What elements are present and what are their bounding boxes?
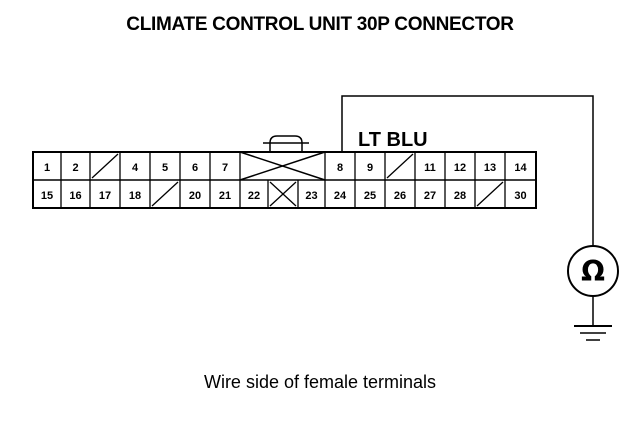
terminal-4: 4 <box>132 162 139 174</box>
terminal-26: 26 <box>394 190 406 202</box>
connector-lock-tab <box>269 135 303 152</box>
terminal-17: 17 <box>99 190 111 202</box>
terminal-27: 27 <box>424 190 436 202</box>
terminal-9: 9 <box>367 162 373 174</box>
terminal-21: 21 <box>219 190 231 202</box>
terminal-23: 23 <box>305 190 317 202</box>
terminal-28: 28 <box>454 190 466 202</box>
terminal-12: 12 <box>454 162 466 174</box>
terminal-30: 30 <box>514 190 526 202</box>
diagram-title: CLIMATE CONTROL UNIT 30P CONNECTOR <box>126 14 514 35</box>
terminal-20: 20 <box>189 190 201 202</box>
terminal-16: 16 <box>69 190 81 202</box>
blocked-cavity-mark <box>269 181 297 207</box>
diagram-caption: Wire side of female terminals <box>203 372 437 392</box>
terminal-13: 13 <box>484 162 496 174</box>
terminal-18: 18 <box>129 190 141 202</box>
empty-cavity-mark <box>386 153 414 179</box>
terminal-25: 25 <box>364 190 376 202</box>
terminal-8: 8 <box>337 162 343 174</box>
test-lead-wire <box>341 95 594 246</box>
terminal-22: 22 <box>248 190 260 202</box>
key-cross-line-b <box>239 151 326 181</box>
terminal-24: 24 <box>334 190 347 202</box>
terminal-5: 5 <box>162 162 168 174</box>
empty-cavity-mark <box>91 153 119 179</box>
terminal-6: 6 <box>192 162 198 174</box>
empty-cavity-mark <box>476 181 504 207</box>
terminal-11: 11 <box>424 162 436 174</box>
terminal-14: 14 <box>514 162 527 174</box>
empty-cavity-mark <box>151 181 179 207</box>
ohm-symbol: Ω <box>581 255 605 288</box>
terminal-1: 1 <box>44 162 50 174</box>
wire-color-label: LT BLU <box>358 129 428 151</box>
terminal-2: 2 <box>72 162 78 174</box>
terminal-15: 15 <box>41 190 53 202</box>
terminal-7: 7 <box>222 162 228 174</box>
